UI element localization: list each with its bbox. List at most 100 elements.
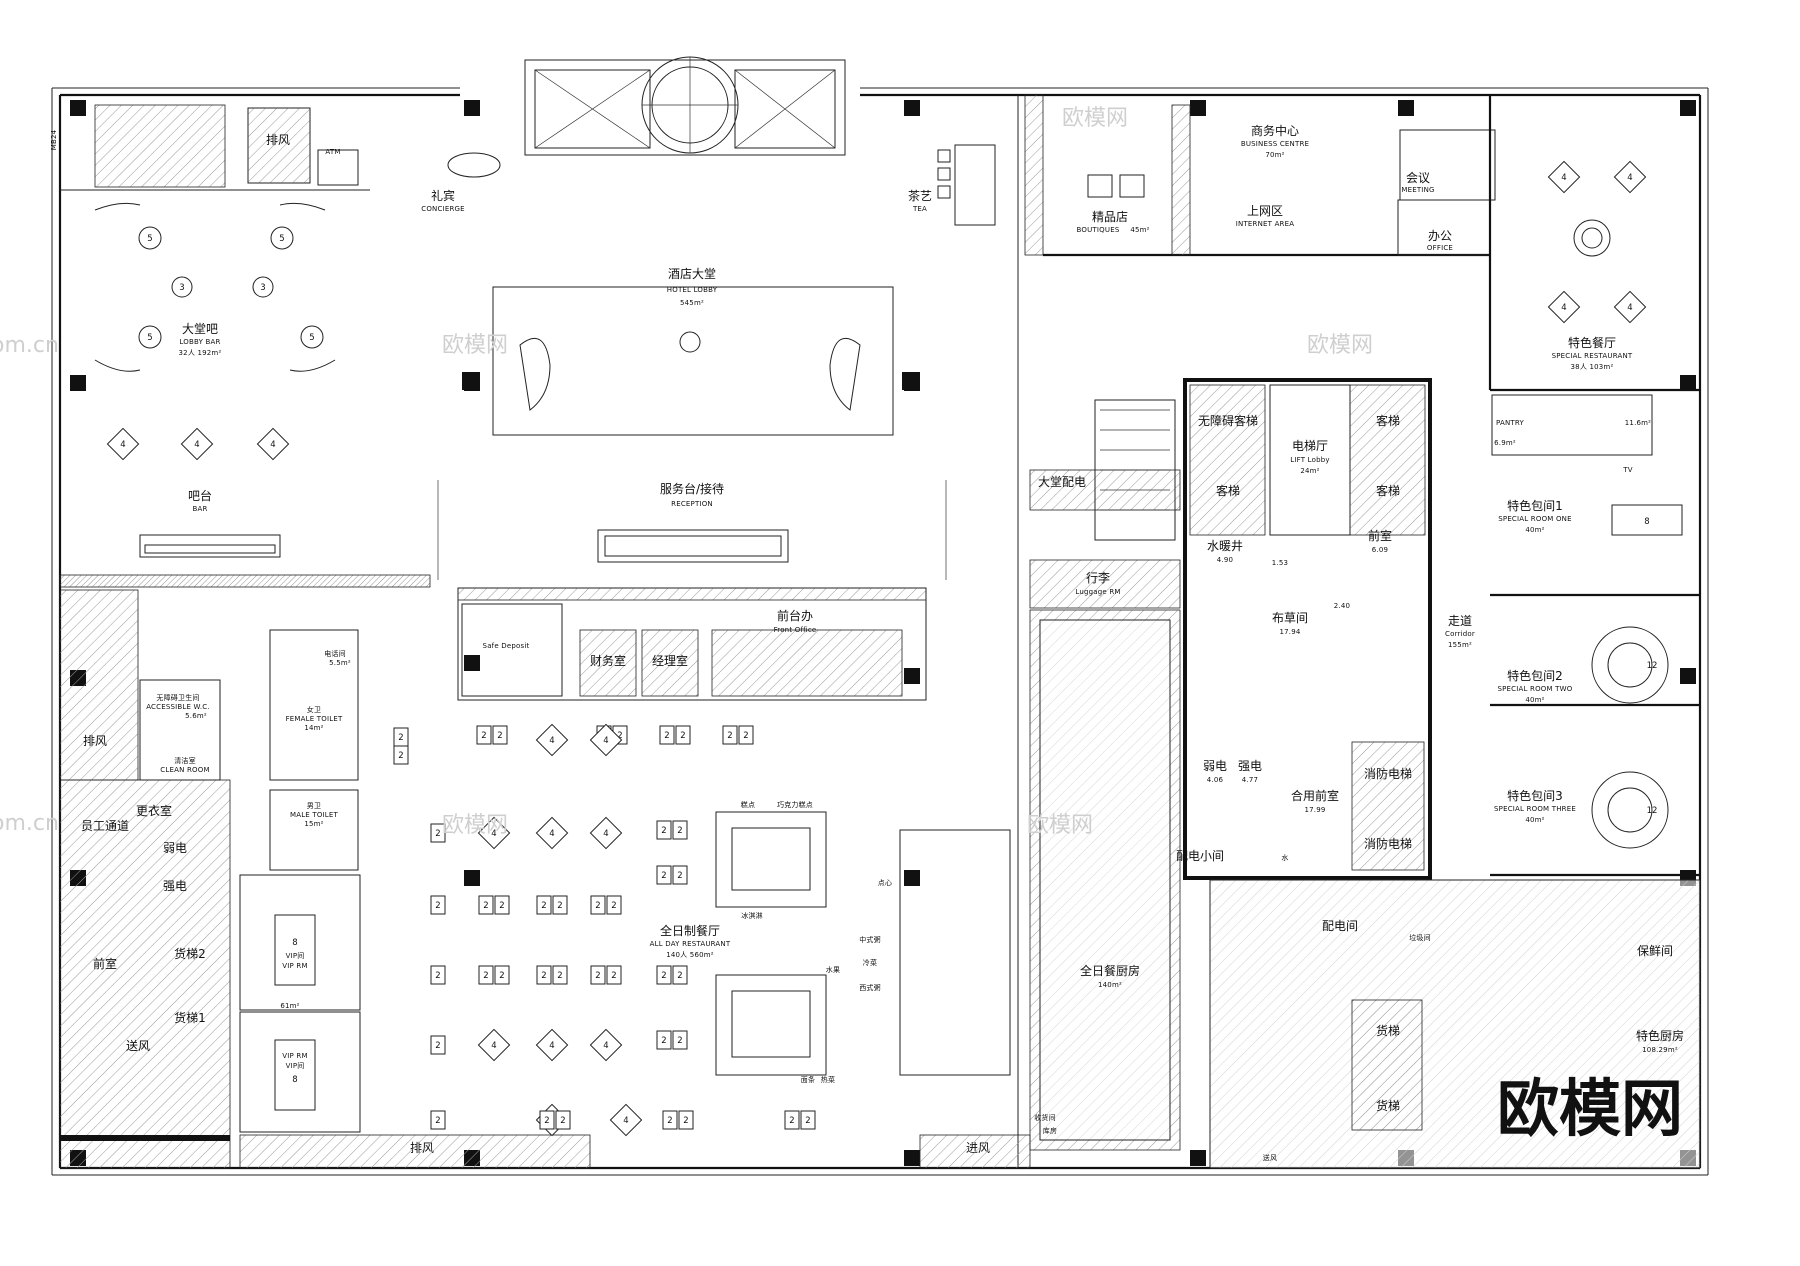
lift-accessible-label: 无障碍客梯 [1198, 413, 1258, 428]
two-seat-table [536, 895, 552, 915]
two-seat-table [672, 1030, 688, 1050]
table-seat-count: 2 [677, 871, 682, 881]
power-room-small-label: 配电小间 [1176, 849, 1224, 863]
four-seat-table [477, 816, 511, 850]
four-seat-table [609, 1103, 643, 1137]
table-seat-count: 2 [677, 971, 682, 981]
table-seat-count: 2 [617, 731, 622, 741]
vip-room-1-zh: VIP间 [286, 952, 305, 960]
freight-label-1: 货梯 [1376, 1023, 1400, 1038]
warehouse-label: 库房 [1043, 1126, 1057, 1135]
vip-room-2-zh: VIP间 [286, 1062, 305, 1070]
two-seat-table [675, 725, 691, 745]
hotel-lobby-label-en: HOTEL LOBBY [667, 286, 718, 294]
weak-power-area: 4.06 [1207, 776, 1224, 784]
table-seat-count: 2 [595, 971, 600, 981]
accessible-wc-area: 5.6m² [185, 712, 207, 720]
corridor-label-en: Corridor [1445, 630, 1475, 638]
svg-text:3: 3 [260, 283, 265, 293]
table-seat-count: 2 [435, 971, 440, 981]
special-room-two-zh: 特色包间2 [1507, 668, 1563, 683]
front-office-label-en: Front Office [774, 626, 817, 634]
water-well-label-zh: 水暖井 [1207, 539, 1243, 553]
two-seat-table [536, 965, 552, 985]
vip-rooms: 8 VIP间 VIP RM 61m² VIP RM VIP间 8 [239, 874, 361, 1133]
boutiques-area: 45m² [1130, 226, 1149, 234]
area-6-09: 6.09 [1372, 546, 1388, 554]
front-office: Safe Deposit 财务室 经理室 前台办 Front Office [457, 587, 927, 701]
all-day-kitchen-area: 140m² [1098, 981, 1122, 989]
two-seat-table [662, 1110, 678, 1130]
watermark-5: 欧模网 [1027, 813, 1093, 838]
special-room-three-en: SPECIAL ROOM THREE [1494, 805, 1576, 813]
table-seat-count: 2 [661, 871, 666, 881]
chinese-label: 中式粥 [859, 935, 881, 944]
area-6-9: 6.9m² [1494, 439, 1516, 447]
business-centre-label-en: BUSINESS CENTRE [1241, 140, 1309, 148]
table-seat-count: 4 [623, 1116, 628, 1126]
watermark-3: 欧模网 [1307, 333, 1373, 358]
table-seat-count: 2 [611, 971, 616, 981]
special-room-one-zh: 特色包间1 [1507, 498, 1563, 513]
top-left-core: 排风 ATM MB24 [50, 104, 359, 188]
area-2-40: 2.40 [1334, 602, 1350, 610]
cold-dish-label: 冷菜 [863, 958, 877, 967]
fresh-storage-label: 保鲜间 [1637, 944, 1673, 958]
fire-lift-front-area: 17.99 [1304, 806, 1325, 814]
table-seat-count: 2 [680, 731, 685, 741]
two-seat-table [430, 1035, 446, 1055]
changing-label: 更衣室 [136, 803, 172, 818]
left-service-wing: 排风 员工通道 更衣室 弱电 强电 前室 货梯2 货梯1 送风 排风 进风 [59, 589, 1031, 1169]
two-seat-table [539, 1110, 555, 1130]
two-seat-table [552, 965, 568, 985]
two-seat-table [430, 823, 446, 843]
female-toilet-en: FEMALE TOILET [286, 715, 343, 723]
finance-label: 财务室 [590, 653, 626, 668]
table-seat-count: 2 [611, 901, 616, 911]
table-seat-count: 4 [603, 1041, 608, 1051]
svg-text:4: 4 [194, 440, 199, 450]
boutiques-label-en: BOUTIQUES [1077, 226, 1120, 234]
luggage-label-en: Luggage RM [1075, 588, 1120, 596]
svg-text:8: 8 [292, 1075, 297, 1085]
two-seat-table [590, 965, 606, 985]
smoke-exhaust-label: 送风 [126, 1038, 150, 1053]
lift-core: 电梯厅 LIFT Lobby 24m² 无障碍客梯 客梯 客梯 客梯 水暖井 4… [1183, 378, 1432, 880]
hotel-lobby-label-zh: 酒店大堂 [668, 267, 716, 281]
two-seat-table [656, 965, 672, 985]
hotel-lobby: 酒店大堂 HOTEL LOBBY 545m² 服务台/接待 RECEPTION [437, 95, 1019, 1168]
table-seat-count: 2 [560, 1116, 565, 1126]
watermark-site-2: om.cn [0, 811, 59, 836]
front-room-left-label: 前室 [93, 956, 117, 971]
lobby-bar: 5 5 5 5 3 3 4 4 4 大堂吧 LOBBY BAR 32人 192m… [59, 189, 431, 588]
table-seat-count: 2 [435, 901, 440, 911]
concierge-area: 礼宾 CONCIERGE 茶艺 TEA [421, 144, 996, 226]
lobby-bar-label-zh: 大堂吧 [182, 322, 218, 336]
vip-room-1-en: VIP RM [282, 962, 307, 970]
strong-elec-label: 强电 [163, 879, 187, 893]
all-day-kitchen-label-zh: 全日餐厨房 [1080, 963, 1140, 978]
receiving-label: 收货间 [1034, 1113, 1056, 1122]
strong-power-area: 4.77 [1242, 776, 1258, 784]
table-seat-count: 2 [541, 971, 546, 981]
all-day-restaurant-area: 140人 560m² [666, 951, 714, 959]
accessible-wc-zh: 无障碍卫生间 [156, 693, 199, 702]
table-seat-count: 4 [603, 829, 608, 839]
corridor-area: 155m² [1448, 641, 1472, 649]
top-right-rooms: 精品店 BOUTIQUES 45m² 商务中心 BUSINESS CENTRE … [1024, 94, 1496, 257]
garbage-label: 垃圾间 [1409, 933, 1431, 942]
business-centre-label-zh: 商务中心 [1251, 123, 1299, 138]
table-seat-count: 2 [435, 1116, 440, 1126]
two-seat-table [678, 1110, 694, 1130]
lobby-bar-area: 32人 192m² [179, 349, 222, 357]
watermark-2: 欧模网 [1062, 106, 1128, 131]
reception-label-zh: 服务台/接待 [660, 481, 724, 496]
two-seat-table [552, 895, 568, 915]
table-seat-count: 2 [497, 731, 502, 741]
water-label: 水 [1281, 853, 1288, 862]
lobby-bar-label-en: LOBBY BAR [179, 338, 220, 346]
lift-lobby-area: 24m² [1300, 467, 1319, 475]
chocolate-label: 巧克力糕点 [777, 800, 813, 809]
special-room-one-area: 40m² [1525, 526, 1544, 534]
svg-text:4: 4 [1561, 303, 1566, 313]
